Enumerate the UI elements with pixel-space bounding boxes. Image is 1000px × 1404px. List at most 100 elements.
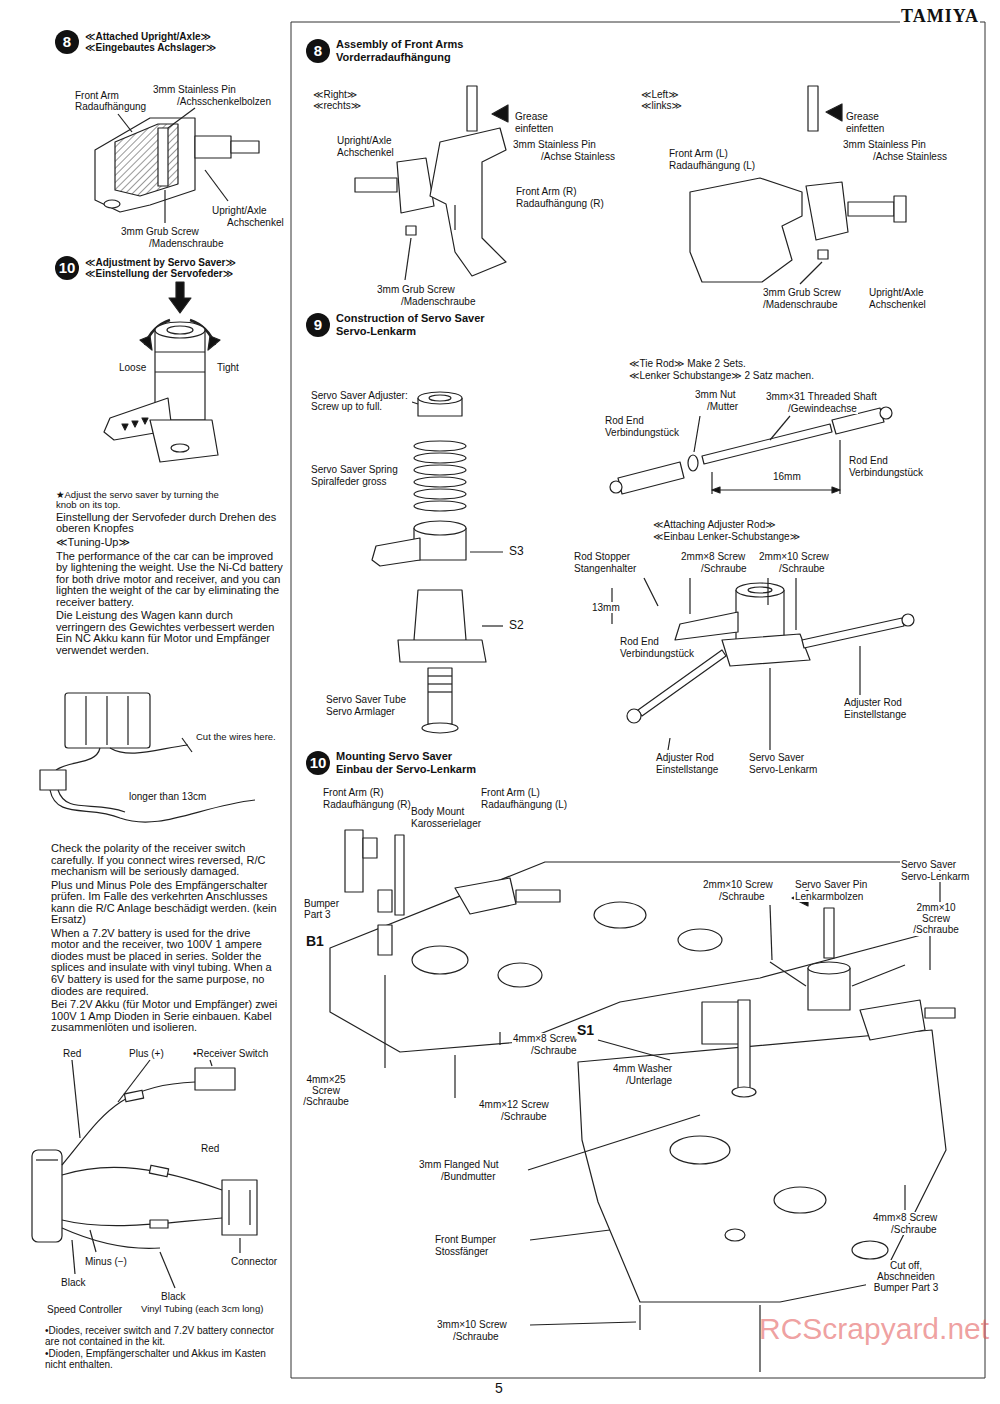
part-label: einfetten	[845, 123, 885, 134]
step-heading: Construction of Servo SaverServo-Lenkarm	[336, 312, 485, 337]
part-label: Achschenkel	[226, 217, 285, 228]
heading-line: Einbau der Servo-Lenkarm	[336, 763, 476, 776]
step-number: 8	[55, 30, 79, 54]
heading-line: Vorderradaufhängung	[336, 51, 463, 64]
part-label: 3mm×31 Threaded Shaft	[765, 391, 878, 402]
part-label: 3mm Grub Screw	[762, 287, 842, 298]
part-label: 3mm Nut	[694, 389, 737, 400]
part-label: S2	[508, 619, 525, 632]
chassis-assembly	[330, 830, 955, 1372]
part-label: Lenkarmbolzen	[794, 891, 864, 902]
part-label: /Schraube	[530, 1045, 578, 1056]
part-label: 13mm	[591, 602, 621, 613]
step-heading: Assembly of Front ArmsVorderradaufhängun…	[336, 38, 463, 63]
part-label: longer than 13cm	[128, 791, 207, 802]
part-label: /Schraube	[700, 563, 748, 574]
step-number: 9	[306, 313, 330, 337]
part-label: 2mm×8 Screw	[680, 551, 746, 562]
part-label: /Gewindeachse	[787, 403, 858, 414]
part-label: Stossfänger	[434, 1246, 489, 1257]
note-text: Plus und Minus Pole des Empfängerschalte…	[50, 880, 280, 926]
part-label: Achschenkel	[868, 299, 927, 310]
callout-number: S1	[576, 1023, 595, 1039]
heading-line: ≪Attached Upright/Axle≫	[85, 31, 216, 43]
note-text: ★Adjust the servo saver by turning the k…	[55, 490, 229, 510]
part-label: Black	[160, 1291, 186, 1302]
part-label: Front Arm (L)	[480, 787, 541, 798]
part-label: /Madenschraube	[400, 296, 477, 307]
part-label: 2mm×10 Screw /Schraube	[904, 902, 968, 936]
part-label: Rod End	[848, 455, 889, 466]
part-label: Bumper Part 3	[303, 898, 350, 920]
page-number: 5	[494, 1381, 504, 1397]
part-label: Red	[62, 1048, 82, 1059]
heading-line: ≪Eingebautes Achslager≫	[85, 42, 216, 54]
part-label: Servo Saver	[748, 752, 805, 763]
part-label: Rod Stopper	[573, 551, 631, 562]
part-label: ≪Attaching Adjuster Rod≫	[652, 519, 777, 530]
panel-frame	[291, 22, 985, 1378]
part-label: /Schraube	[452, 1331, 500, 1342]
part-label: Loose	[118, 362, 147, 373]
part-label: /Schraube	[890, 1224, 938, 1235]
part-label: 2mm×10 Screw	[758, 551, 830, 562]
heading-line: Assembly of Front Arms	[336, 38, 463, 51]
note-text: ≪Tuning-Up≫	[55, 537, 285, 549]
part-label: Adjuster Rod	[843, 697, 903, 708]
part-label: Verbindungstück	[604, 427, 680, 438]
part-label: /Achse Stainless	[540, 151, 616, 162]
part-label: Radaufhängung	[74, 101, 147, 112]
part-label: Plus (+)	[128, 1048, 165, 1059]
part-label: Cut the wires here.	[195, 732, 277, 743]
part-label: /Achsschenkelbolzen	[176, 96, 272, 107]
step-heading: ≪Adjustment by Servo Saver≫≪Einstellung …	[85, 257, 236, 280]
part-label: Servo-Lenkarm	[748, 764, 818, 775]
note-text: Die Leistung des Wagen kann durch verrin…	[55, 610, 285, 656]
part-label: Grease	[845, 111, 880, 122]
part-label: ≪rechts≫	[312, 100, 362, 111]
note-text: •Dioden, Empfängerschalter und Akkus im …	[44, 1349, 286, 1370]
part-label: Verbindungstück	[619, 648, 695, 659]
servo-saver-adjust	[104, 282, 220, 462]
part-label: Servo Saver	[900, 859, 957, 870]
part-label: ≪links≫	[640, 100, 683, 111]
part-label: Upright/Axle	[211, 205, 267, 216]
part-label: 4mm×8 Screw	[512, 1033, 578, 1044]
part-label: Upright/Axle	[868, 287, 924, 298]
part-label: Black	[60, 1277, 86, 1288]
step-marker: 8 ≪Attached Upright/Axle≫≪Eingebautes Ach…	[55, 30, 216, 54]
battery-holder	[40, 693, 255, 822]
part-label: ≪Einbau Lenker-Schubstange≫	[652, 531, 801, 542]
part-label: 4mm×8 Screw	[872, 1212, 938, 1223]
part-label: 3mm×10 Screw	[436, 1319, 508, 1330]
part-label: Stangenhalter	[573, 563, 637, 574]
part-label: Spiralfeder gross	[310, 476, 388, 487]
part-label: Front Arm	[74, 90, 120, 101]
part-label: Radaufhängung (R)	[515, 198, 605, 209]
wiring-diagram	[32, 1060, 257, 1288]
part-label: /Mutter	[706, 401, 739, 412]
part-label: 16mm	[772, 471, 802, 482]
note-text: The performance of the car can be improv…	[55, 551, 285, 609]
part-label: Radaufhängung (R)	[322, 799, 412, 810]
part-label: Cut off, Abschneiden Bumper Part 3	[866, 1260, 946, 1294]
part-label: /Unterlage	[625, 1075, 673, 1086]
note-text: Check the polarity of the receiver switc…	[50, 843, 280, 878]
step-number: 8	[306, 39, 330, 63]
part-label: Grease	[514, 111, 549, 122]
part-label: 3mm Stainless Pin	[152, 84, 237, 95]
part-label: /Bundmutter	[440, 1171, 496, 1182]
part-label: Einstellstange	[843, 709, 907, 720]
note-text: Bei 7.2V Akku (für Motor und Empfänger) …	[50, 999, 280, 1034]
watermark: RCScrapyard.net	[758, 1312, 990, 1346]
note-text: When a 7.2V battery is used for the driv…	[50, 928, 280, 997]
part-label: ≪Left≫	[640, 89, 680, 100]
callout-number: B1	[305, 934, 325, 950]
part-label: Speed Controller	[46, 1304, 123, 1315]
part-label: ≪Tie Rod≫ Make 2 Sets.	[628, 358, 747, 369]
part-label: einfetten	[514, 123, 554, 134]
front-arm-right	[355, 86, 508, 280]
part-label: Servo Saver Tube	[325, 694, 407, 705]
part-label: ≪Lenker Schubstange≫ 2 Satz machen.	[628, 370, 815, 381]
